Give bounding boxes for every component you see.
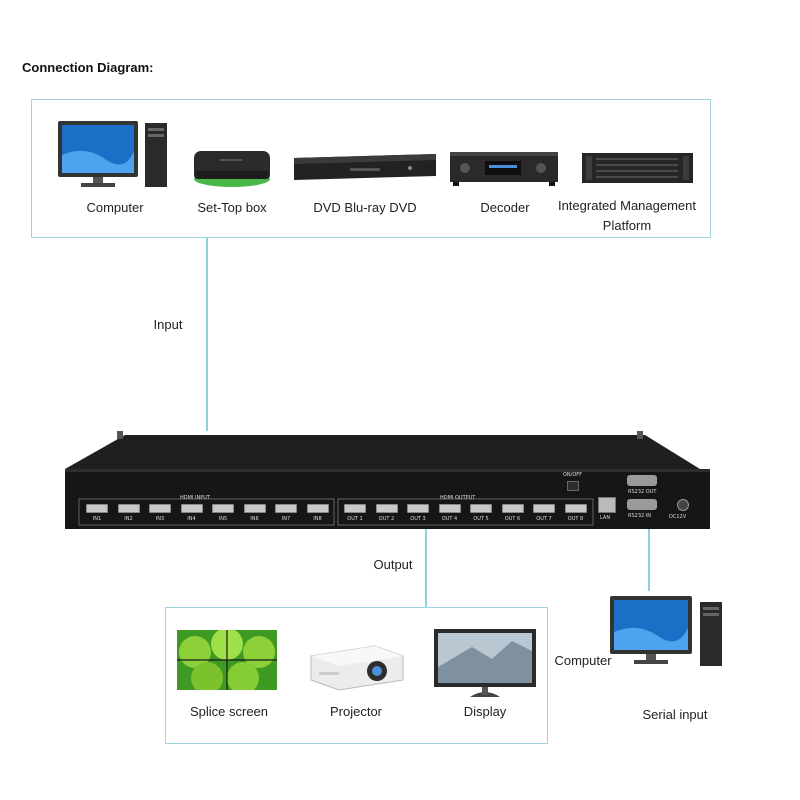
hdmi-input-port[interactable] <box>180 504 203 513</box>
hdmi-matrix-switcher <box>65 431 710 529</box>
input-label: Input <box>153 317 183 332</box>
hdmi-input-port-label: IN2 <box>124 516 133 522</box>
hdmi-output-port[interactable] <box>438 504 461 513</box>
decoder-icon <box>450 152 558 186</box>
control-computer-label: Computer <box>554 653 612 668</box>
hdmi-input-port-label: IN1 <box>92 516 102 522</box>
hdmi-output-port[interactable] <box>344 504 366 513</box>
dc-label: DC12V <box>669 514 687 520</box>
lan-port[interactable] <box>598 497 616 513</box>
rs232-out-port[interactable] <box>627 475 657 486</box>
dc-power-jack[interactable] <box>677 499 689 511</box>
set-top-box-icon <box>194 151 270 187</box>
input-device-label: Set-Top box <box>197 200 267 215</box>
hdmi-input-port[interactable] <box>117 504 140 513</box>
hdmi-output-port[interactable] <box>375 504 398 513</box>
hdmi-input-port[interactable] <box>212 504 234 513</box>
hdmi-input-port[interactable] <box>275 504 297 513</box>
hdmi-input-port[interactable] <box>86 504 108 513</box>
output-device-label: Splice screen <box>189 704 269 719</box>
display-icon <box>434 629 536 697</box>
hdmi-output-port-label: OUT 7 <box>536 516 552 522</box>
input-devices-frame <box>31 99 711 238</box>
serial-connection-line <box>648 529 650 591</box>
lan-label: LAN <box>600 515 611 521</box>
hdmi-output-port-label: OUT 8 <box>567 516 584 522</box>
hdmi-input-port-label: IN8 <box>313 516 322 522</box>
output-label: Output <box>373 557 413 572</box>
hdmi-output-port-label: OUT 5 <box>473 516 489 522</box>
serial-input-label: Serial input <box>642 707 708 722</box>
output-device-label: Display <box>463 704 507 719</box>
hdmi-input-port[interactable] <box>306 504 329 513</box>
hdmi-output-port-label: OUT 6 <box>504 516 521 522</box>
input-device-label: Integrated Management Platform <box>557 198 697 233</box>
hdmi-input-port-label: IN7 <box>281 516 291 522</box>
hdmi-output-port-label: OUT 4 <box>441 516 458 522</box>
control-computer-icon <box>610 596 722 666</box>
hdmi-input-port-label: IN5 <box>218 516 228 522</box>
input-device-label: Decoder <box>480 200 530 215</box>
hdmi-input-port-label: IN3 <box>155 516 165 522</box>
output-devices-frame <box>165 607 548 744</box>
hdmi-output-port-label: OUT 3 <box>410 516 426 522</box>
hdmi-input-port[interactable] <box>149 504 171 513</box>
hdmi-input-group-label: HDMI INPUT <box>180 495 210 501</box>
output-connection-line <box>425 529 427 608</box>
hdmi-input-port-label: IN4 <box>187 516 196 522</box>
hdmi-output-port[interactable] <box>501 504 524 513</box>
rs232-in-port[interactable] <box>627 499 657 510</box>
hdmi-input-port[interactable] <box>243 504 266 513</box>
input-device-label: Computer <box>86 200 144 215</box>
computer-icon <box>58 121 167 187</box>
dvd-player-icon <box>294 154 436 180</box>
diagram-title: Connection Diagram: <box>22 60 154 75</box>
rs232-in-label: RS232 IN <box>628 513 651 519</box>
projector-icon <box>310 645 404 691</box>
power-switch-label: ON/OFF <box>563 472 583 478</box>
hdmi-output-port[interactable] <box>407 504 429 513</box>
hdmi-output-group-label: HDMI OUTPUT <box>440 495 476 501</box>
rs232-out-label: RS232 OUT <box>628 489 657 495</box>
input-device-label: DVD Blu-ray DVD <box>313 200 417 215</box>
output-device-label: Projector <box>329 704 383 719</box>
hdmi-input-port-label: IN6 <box>250 516 259 522</box>
splice-screen-icon <box>177 630 277 690</box>
hdmi-output-port[interactable] <box>470 504 492 513</box>
hdmi-output-port[interactable] <box>564 504 587 513</box>
management-platform-icon <box>582 153 693 183</box>
power-switch[interactable] <box>567 481 579 491</box>
hdmi-output-port[interactable] <box>533 504 555 513</box>
hdmi-output-port-label: OUT 2 <box>378 516 395 522</box>
input-connection-line <box>206 238 208 431</box>
hdmi-output-port-label: OUT 1 <box>347 516 363 522</box>
